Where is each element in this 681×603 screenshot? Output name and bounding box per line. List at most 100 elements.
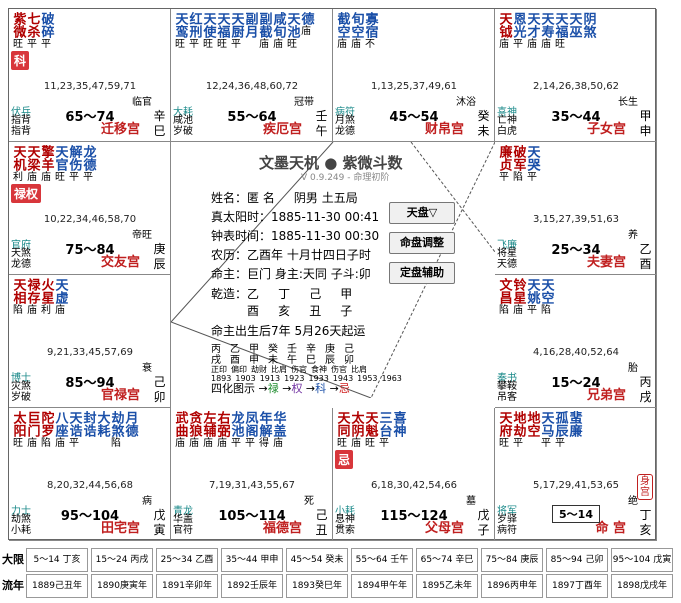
liunian-cell[interactable]: 1889己丑年	[26, 574, 88, 598]
star[interactable]: 天空陷	[539, 278, 554, 317]
tianpan-button[interactable]: 天盘▽	[389, 202, 455, 224]
star[interactable]: 龙德平	[81, 145, 96, 184]
star[interactable]: 阴煞	[581, 12, 596, 51]
daxian-cell[interactable]: 35～44 甲申	[221, 548, 283, 572]
star[interactable]: 华盖庙	[271, 411, 286, 450]
star[interactable]: 天诰平	[67, 411, 82, 450]
star[interactable]: 天马平	[539, 411, 554, 450]
star[interactable]: 右弼庙	[215, 411, 230, 450]
daxian-cell[interactable]: 95～104 戊寅	[611, 548, 673, 572]
liunian-cell[interactable]: 1895乙未年	[416, 574, 478, 598]
chart-adjust-button[interactable]: 命盘调整	[389, 232, 455, 254]
star[interactable]: 天钺庙	[497, 12, 512, 51]
star[interactable]: 天福旺	[553, 12, 568, 51]
star[interactable]: 文昌陷	[497, 278, 512, 317]
star[interactable]: 天虚庙	[53, 278, 68, 317]
star[interactable]: 天池旺	[285, 12, 300, 51]
star[interactable]: 天府旺	[497, 411, 512, 450]
star[interactable]: 陀罗陷	[39, 411, 54, 450]
star[interactable]: 龙池平	[229, 411, 244, 450]
star[interactable]: 太阳旺	[11, 411, 26, 450]
star[interactable]: 破军陷	[511, 145, 526, 184]
star[interactable]: 寡宿不	[363, 12, 378, 51]
star[interactable]: 天才庙	[525, 12, 540, 51]
star[interactable]: 天寿庙	[539, 12, 554, 51]
star[interactable]: 天魁旺	[363, 411, 378, 450]
star[interactable]: 天同旺	[335, 411, 350, 450]
liunian-cell[interactable]: 1896丙申年	[481, 574, 543, 598]
star[interactable]: 恩光平	[511, 12, 526, 51]
star[interactable]: 三台平	[377, 411, 392, 450]
liunian-cell[interactable]: 1894甲午年	[351, 574, 413, 598]
star[interactable]: 紫微旺	[11, 12, 26, 51]
star[interactable]: 擎羊庙	[39, 145, 54, 184]
star[interactable]: 咸旬庙	[271, 12, 286, 51]
star[interactable]: 地空	[525, 411, 540, 450]
star[interactable]: 年解得	[257, 411, 272, 450]
star[interactable]: 天哭平	[525, 145, 540, 184]
star[interactable]: 天使旺	[201, 12, 216, 51]
star[interactable]: 副截庙	[257, 12, 272, 51]
star[interactable]: 德庙	[299, 12, 314, 51]
star[interactable]: 蜚廉	[567, 411, 582, 450]
star[interactable]: 封诰	[81, 411, 96, 450]
daxian-cell[interactable]: 65～74 辛巳	[416, 548, 478, 572]
daxian-cell[interactable]: 5～14 丁亥	[26, 548, 88, 572]
star[interactable]: 天福旺	[215, 12, 230, 51]
star[interactable]: 左辅庙	[201, 411, 216, 450]
liunian-cell[interactable]: 1890庚寅年	[91, 574, 153, 598]
star[interactable]: 解伤平	[67, 145, 82, 184]
daxian-cell[interactable]: 15～24 丙戌	[91, 548, 153, 572]
star[interactable]: 天厨平	[229, 12, 244, 51]
star[interactable]: 天巫	[567, 12, 582, 51]
star[interactable]: 七杀平	[25, 12, 40, 51]
star[interactable]: 天姚平	[525, 278, 540, 317]
star[interactable]: 月德	[123, 411, 138, 450]
liunian-cell[interactable]: 1897丁酉年	[546, 574, 608, 598]
daxian-cell[interactable]: 45～54 癸未	[286, 548, 348, 572]
star[interactable]: 武曲庙	[173, 411, 188, 450]
liunian-cell[interactable]: 1898戊戌年	[611, 574, 673, 598]
star[interactable]: 天机利	[11, 145, 26, 184]
daxian-cell[interactable]: 25～34 乙酉	[156, 548, 218, 572]
star[interactable]: 贪狼庙	[187, 411, 202, 450]
liunian-cell[interactable]: 1893癸巳年	[286, 574, 348, 598]
star[interactable]: 天相陷	[11, 278, 26, 317]
star[interactable]: 截空庙	[335, 12, 350, 51]
daxian-cell[interactable]: 55～64 壬午	[351, 548, 413, 572]
daxian-cell[interactable]: 85～94 己卯	[546, 548, 608, 572]
star[interactable]: 旬空庙	[349, 12, 364, 51]
star[interactable]: 劫煞陷	[109, 411, 124, 450]
star[interactable]: 巨门庙	[25, 411, 40, 450]
star[interactable]: 禄存庙	[25, 278, 40, 317]
star[interactable]: 铃星庙	[511, 278, 526, 317]
chart-assist-button[interactable]: 定盘辅助	[389, 262, 455, 284]
star[interactable]: 天鸾旺	[173, 12, 188, 51]
star[interactable]: 孤辰平	[553, 411, 568, 450]
star[interactable]: 天梁庙	[25, 145, 40, 184]
star[interactable]: 红刑平	[187, 12, 202, 51]
daxian-cell[interactable]: 75～84 庚辰	[481, 548, 543, 572]
liunian-cell[interactable]: 1891辛卯年	[156, 574, 218, 598]
star[interactable]: 火星利	[39, 278, 54, 317]
star[interactable]: 太阴庙	[349, 411, 364, 450]
star[interactable]: 地劫平	[511, 411, 526, 450]
star[interactable]: 喜神	[391, 411, 406, 450]
star[interactable]: 副月	[243, 12, 258, 51]
star[interactable]: 八座庙	[53, 411, 68, 450]
liunian-cell[interactable]: 1892壬辰年	[221, 574, 283, 598]
star[interactable]: 大耗	[95, 411, 110, 450]
star[interactable]: 凤阁平	[243, 411, 258, 450]
star[interactable]: 天官旺	[53, 145, 68, 184]
star[interactable]: 廉贞平	[497, 145, 512, 184]
